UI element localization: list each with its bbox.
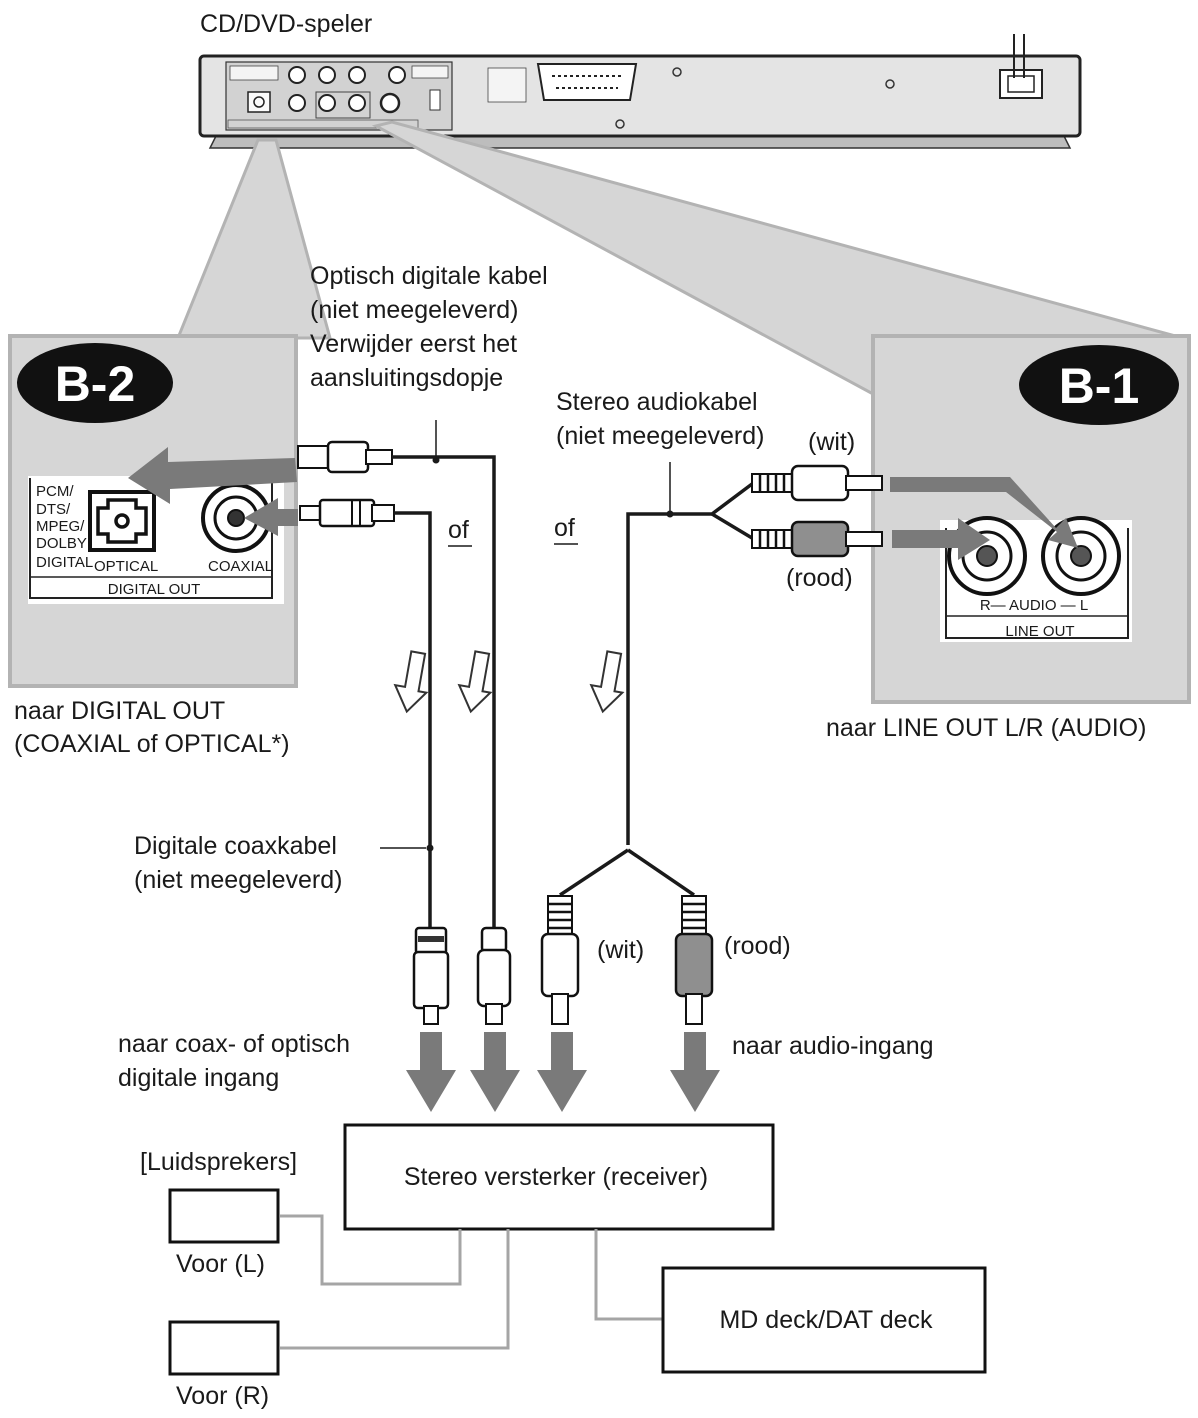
white-plug-top — [751, 464, 883, 502]
or-right: of — [554, 514, 575, 542]
speaker-front-left — [168, 1188, 280, 1244]
panel-b1: B-1 R— AUDIO — L LINE OUT — [871, 334, 1191, 704]
digital-out-label: DIGITAL OUT — [108, 581, 201, 598]
badge-b2 — [17, 343, 173, 423]
caption-digital-out-2: (COAXIAL of OPTICAL*) — [14, 730, 290, 758]
coaxial-label: COAXIAL — [208, 558, 273, 575]
speaker-front-right — [168, 1320, 280, 1376]
svg-text:B-1: B-1 — [1059, 358, 1140, 414]
optical-label: OPTICAL — [94, 558, 158, 575]
red-bottom-label: (rood) — [724, 932, 791, 960]
line-out-label: LINE OUT — [1005, 623, 1074, 640]
speakers-title: [Luidsprekers] — [140, 1148, 297, 1176]
jack-label-digital: DIGITAL — [36, 554, 93, 571]
optical-cable-line2: (niet meegeleverd) — [310, 296, 518, 324]
optical-plug-top — [297, 440, 393, 474]
speaker-front-right-label: Voor (R) — [176, 1382, 269, 1410]
digital-input-line1: naar coax- of optisch — [118, 1030, 350, 1058]
dvd-player — [198, 34, 1082, 149]
jack-label-mpeg: MPEG/ — [36, 518, 85, 535]
optical-plug-bottom — [476, 926, 512, 1025]
stereo-amplifier: Stereo versterker (receiver) — [343, 1123, 775, 1231]
recorder-label: MD deck/DAT deck — [719, 1306, 933, 1334]
digital-input-line2: digitale ingang — [118, 1064, 279, 1092]
optical-cable-line3: Verwijder eerst het — [310, 330, 517, 358]
stereo-cable-line1: Stereo audiokabel — [556, 388, 758, 416]
white-bottom-label: (wit) — [597, 936, 644, 964]
direction-arrows — [393, 650, 625, 714]
or-left: of — [448, 516, 469, 544]
optical-cable-line1: Optisch digitale kabel — [310, 262, 548, 290]
audio-input-label: naar audio-ingang — [732, 1032, 934, 1060]
speaker-front-left-label: Voor (L) — [176, 1250, 265, 1278]
coax-cable-line1: Digitale coaxkabel — [134, 832, 337, 860]
badge-b1 — [1019, 345, 1179, 425]
panel-b2: B-2 PCM/ DTS/ MPEG/ DOLBY DIGITAL OPTICA… — [8, 334, 298, 688]
amplifier-label: Stereo versterker (receiver) — [404, 1163, 708, 1191]
svg-text:B-2: B-2 — [55, 356, 136, 412]
player-label: CD/DVD-speler — [200, 10, 372, 38]
stereo-cable-line2: (niet meegeleverd) — [556, 422, 764, 450]
audio-rl-label: R— AUDIO — L — [980, 597, 1088, 614]
caption-digital-out-1: naar DIGITAL OUT — [14, 697, 225, 725]
coax-cable-line2: (niet meegeleverd) — [134, 866, 342, 894]
white-plug-bottom — [540, 895, 580, 1025]
jack-label-dts: DTS/ — [36, 501, 71, 518]
connection-arrows — [128, 447, 1078, 560]
red-top-label: (rood) — [786, 564, 853, 592]
jack-label-dolby: DOLBY — [36, 535, 87, 552]
jack-label-pcm: PCM/ — [36, 483, 74, 500]
optical-cable-line4: aansluitingsdopje — [310, 364, 503, 392]
md-dat-deck: MD deck/DAT deck — [661, 1266, 987, 1374]
receiver-input-arrows — [406, 1032, 720, 1112]
red-plug-bottom — [674, 895, 714, 1025]
red-plug-top — [751, 520, 883, 558]
coax-plug-bottom — [412, 926, 450, 1025]
speaker-wires — [280, 1214, 662, 1350]
coax-plug-top — [299, 498, 395, 528]
zoom-callout-b2 — [175, 138, 332, 340]
caption-line-out: naar LINE OUT L/R (AUDIO) — [826, 714, 1146, 742]
white-top-label: (wit) — [808, 428, 855, 456]
